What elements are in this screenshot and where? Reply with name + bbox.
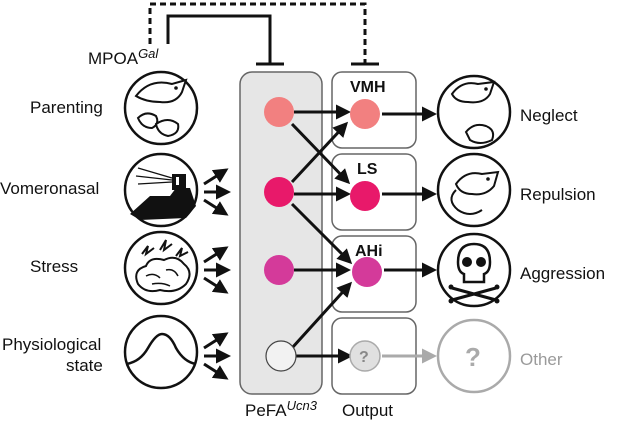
region-label-ls: LS [357,161,378,178]
region-label-vmh: VMH [350,79,386,96]
input-fan-arrows [203,168,231,380]
region-node-vmh [350,99,380,129]
input-label-stress: Stress [30,257,78,276]
projection-arrows [290,104,353,364]
physiological-curve-icon [123,314,199,390]
behavior-other-symbol: ? [465,342,481,372]
skull-crossbones-icon [436,232,512,308]
behavior-arrows [382,106,437,364]
behavior-label-neglect: Neglect [520,106,578,125]
region-label-ahi: AHi [355,243,383,260]
pefa-node-4 [265,340,297,372]
behavior-label-repulsion: Repulsion [520,185,596,204]
parenting-mouse-icon [123,70,199,146]
region-node-ahi [352,257,382,287]
input-label-vomeronasal: Vomeronasal [0,179,99,198]
neglect-mouse-icon [436,74,512,150]
pefa-node-1 [264,97,294,127]
stress-brain-icon [123,230,199,306]
pefa-label: PeFAUcn3 [245,398,318,420]
input-label-physiological-line2: state [66,356,103,375]
mpoa-inhibition-lines [148,2,379,66]
vomeronasal-nose-icon [123,152,199,228]
input-label-parenting: Parenting [30,98,103,117]
input-label-physiological-line1: Physiological [2,335,101,354]
mpoa-label: MPOAGal [88,46,159,68]
output-label: Output [342,401,393,420]
question-icon: ? [436,318,512,394]
pefa-node-2 [264,177,294,207]
repulsion-mouse-icon [436,152,512,228]
pefa-node-3 [264,255,294,285]
region-node-other [349,340,381,372]
behavior-label-aggression: Aggression [520,264,605,283]
behavior-label-other: Other [520,350,563,369]
region-node-ls [350,181,380,211]
region-node-other-symbol: ? [359,349,369,366]
